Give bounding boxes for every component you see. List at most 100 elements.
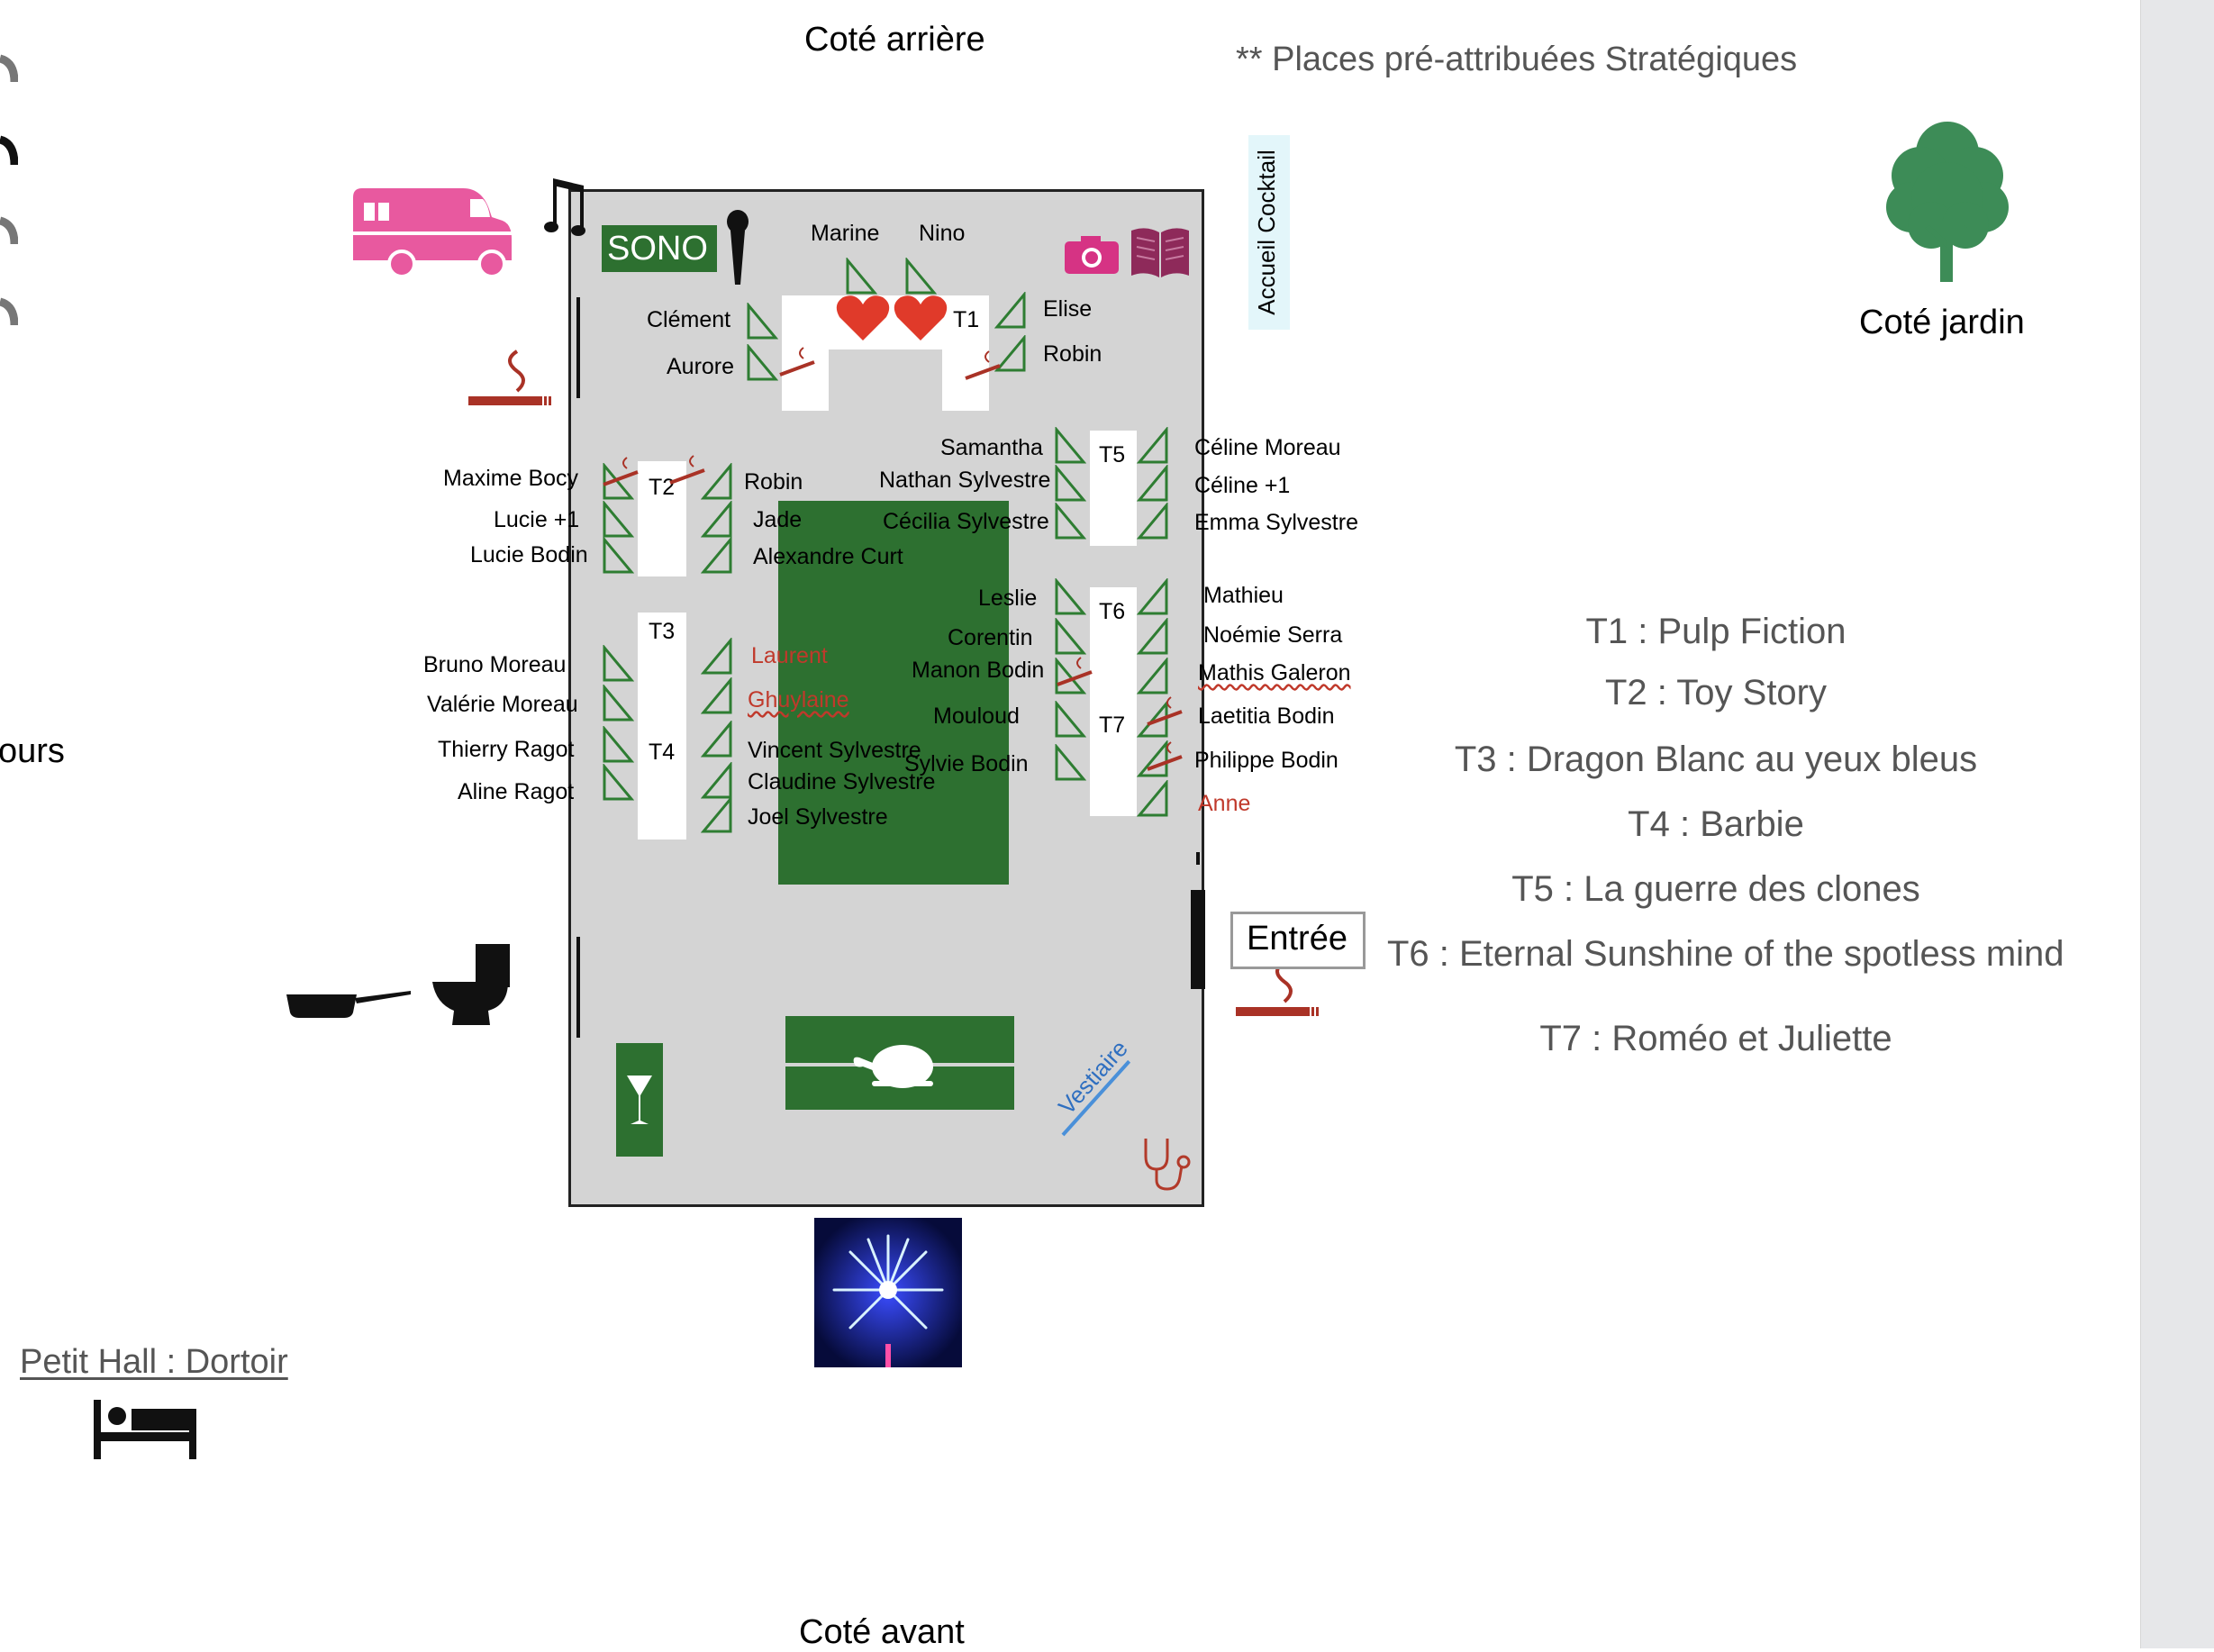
cigarette-icon xyxy=(468,349,551,405)
seat-chair xyxy=(1055,744,1086,781)
guest-mathis: Mathis Galeron xyxy=(1198,660,1351,685)
guest-philippe: Philippe Bodin xyxy=(1194,748,1338,773)
guest-laurent: Laurent xyxy=(751,643,828,668)
guest-claudine: Claudine Sylvestre xyxy=(748,769,936,794)
guest-nino: Nino xyxy=(919,221,966,246)
guest-robin-t2: Robin xyxy=(744,469,803,495)
guest-clement: Clément xyxy=(647,307,731,332)
guest-elise: Elise xyxy=(1043,296,1093,322)
guest-mathieu: Mathieu xyxy=(1203,583,1284,608)
garden-side-heading: Coté jardin xyxy=(1859,304,2025,341)
dormitory-link[interactable]: Petit Hall : Dortoir xyxy=(20,1343,288,1381)
seat-chair xyxy=(994,335,1026,372)
sound-system xyxy=(602,225,717,272)
wall-segment xyxy=(576,937,580,1038)
table-t3-t4 xyxy=(638,613,686,840)
legend-item: T6 : Eternal Sunshine of the spotless mi… xyxy=(1387,934,2064,974)
guest-sylvie: Sylvie Bodin xyxy=(904,751,1029,776)
guest-mouloud: Mouloud xyxy=(933,703,1020,729)
seat-chair xyxy=(1137,578,1168,615)
strategic-note: ** Places pré-attribuées Stratégiques xyxy=(1236,41,1798,78)
guest-marine: Marine xyxy=(811,221,880,246)
stethoscope-icon xyxy=(1144,1139,1191,1191)
cocktail-glass-icon xyxy=(627,1076,652,1124)
legend-item: T7 : Roméo et Juliette xyxy=(1539,1019,1892,1058)
music-note-icon xyxy=(544,178,585,236)
camera-icon xyxy=(1065,236,1119,274)
camper-icon xyxy=(353,188,512,278)
guest-lucie-bodin: Lucie Bodin xyxy=(470,542,588,567)
seat-chair xyxy=(846,258,877,295)
entrance-box xyxy=(1230,912,1366,969)
seat-chair xyxy=(1055,658,1086,694)
seat-chair xyxy=(701,796,732,833)
partial-left-text: ours xyxy=(0,732,65,770)
legend-item: T5 : La guerre des clones xyxy=(1511,869,1920,909)
seat-chair xyxy=(701,677,732,714)
dance-floor xyxy=(778,501,1009,885)
guest-bruno: Bruno Moreau xyxy=(423,652,567,677)
guest-valerie: Valérie Moreau xyxy=(427,692,578,717)
cocktail-welcome-box xyxy=(1248,135,1290,330)
table-t3-label: T3 xyxy=(649,619,676,644)
seat-chair xyxy=(1055,427,1086,464)
guest-nathan: Nathan Sylvestre xyxy=(879,467,1051,493)
seat-chair xyxy=(701,463,732,500)
cigarette-icon xyxy=(1147,741,1183,771)
guest-ghuylaine: Ghuylaine xyxy=(748,687,849,713)
seat-chair xyxy=(1137,780,1168,817)
seat-chair xyxy=(603,501,634,538)
toilet-icon xyxy=(432,944,510,1025)
sono-label: SONO xyxy=(607,230,708,268)
seat-chair xyxy=(603,764,634,801)
scrollbar-track[interactable] xyxy=(2140,0,2214,1648)
seat-chair xyxy=(1137,618,1168,655)
seat-chair xyxy=(701,501,732,538)
tree-icon xyxy=(1886,122,2009,282)
table-t4-label: T4 xyxy=(649,740,676,765)
table-t5-label: T5 xyxy=(1099,442,1126,467)
fireworks-icon xyxy=(814,1218,962,1367)
seat-chair xyxy=(994,292,1026,329)
table-t7-label: T7 xyxy=(1099,713,1126,738)
seat-chair xyxy=(1137,740,1168,777)
front-side-heading: Coté avant xyxy=(799,1613,965,1651)
cigarette-icon xyxy=(965,350,1001,380)
cigarette-icon xyxy=(603,457,639,486)
roast-chicken-icon xyxy=(853,1045,933,1088)
guest-celine-moreau: Céline Moreau xyxy=(1194,435,1341,460)
seat-chair xyxy=(1137,701,1168,738)
seat-chair xyxy=(1137,465,1168,502)
cocktail-welcome-label: Accueil Cocktail xyxy=(1253,150,1280,315)
seat-chair xyxy=(905,258,937,295)
table-t5 xyxy=(1090,431,1137,546)
table-t2-label: T2 xyxy=(649,475,676,500)
seat-chair xyxy=(603,645,634,682)
table-t1-label: T1 xyxy=(953,307,980,332)
guest-leslie: Leslie xyxy=(978,585,1038,611)
legend-item: T2 : Toy Story xyxy=(1604,673,1827,713)
guest-emma: Emma Sylvestre xyxy=(1194,510,1358,535)
guest-robin-t1: Robin xyxy=(1043,341,1102,367)
pan-icon xyxy=(286,991,411,1018)
seat-chair xyxy=(603,463,634,500)
bed-icon xyxy=(94,1400,196,1459)
guest-joel: Joel Sylvestre xyxy=(748,804,888,830)
guest-aurore: Aurore xyxy=(667,354,735,379)
seat-chair xyxy=(1137,658,1168,694)
guest-corentin: Corentin xyxy=(948,625,1033,650)
guest-samantha: Samantha xyxy=(940,435,1043,460)
microphone-icon xyxy=(727,210,749,285)
seat-chair xyxy=(701,638,732,675)
seat-chair xyxy=(701,762,732,799)
guest-celine-plus: Céline +1 xyxy=(1194,473,1291,498)
cigarette-icon xyxy=(669,455,705,485)
book-icon xyxy=(1131,228,1189,277)
heart-icon xyxy=(894,295,948,340)
guest-vincent: Vincent Sylvestre xyxy=(748,738,921,763)
entrance-label: Entrée xyxy=(1247,920,1347,958)
guest-laetitia: Laetitia Bodin xyxy=(1198,703,1335,729)
seat-chair xyxy=(1055,618,1086,655)
seat-chair xyxy=(1055,465,1086,502)
entrance-door xyxy=(1191,890,1205,989)
